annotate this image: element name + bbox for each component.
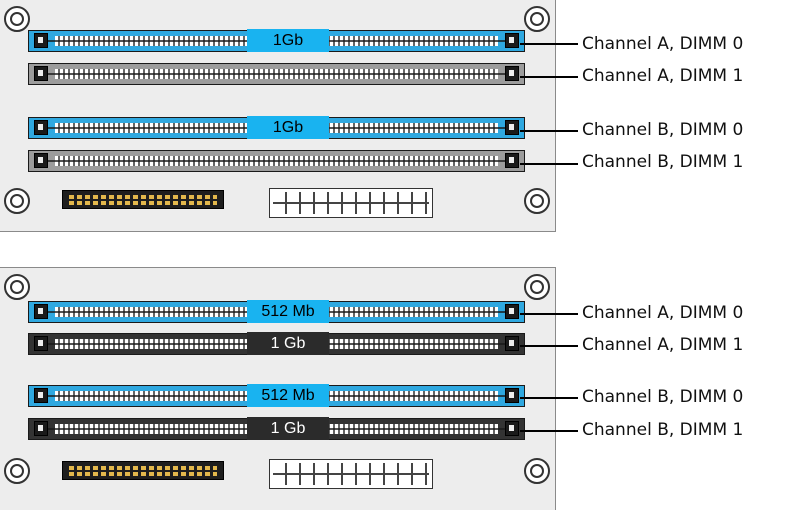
- leader-line: [520, 76, 578, 78]
- dimm-slot-channel-b-dimm1: [28, 150, 525, 172]
- leader-line: [520, 163, 578, 165]
- pin-header: [62, 190, 224, 209]
- slot-label: Channel A, DIMM 1: [582, 335, 744, 355]
- memory-module-1gb: 1 Gb: [247, 417, 329, 440]
- motherboard-top: 1Gb 1Gb: [0, 0, 556, 232]
- leader-line: [520, 397, 578, 399]
- slot-label: Channel B, DIMM 1: [582, 152, 744, 172]
- leader-line: [520, 313, 578, 315]
- dimm-slot-channel-a-dimm1: [28, 63, 525, 85]
- leader-line: [520, 43, 578, 45]
- slot-label: Channel A, DIMM 0: [582, 34, 744, 54]
- mounting-hole-icon: [524, 458, 550, 484]
- memory-module-512mb: 512 Mb: [247, 300, 329, 323]
- leader-line: [520, 130, 578, 132]
- leader-line: [520, 430, 578, 432]
- slot-label: Channel B, DIMM 1: [582, 420, 744, 440]
- power-connector: [269, 188, 433, 218]
- memory-module-512mb: 512 Mb: [247, 384, 329, 407]
- slot-label: Channel A, DIMM 0: [582, 303, 744, 323]
- mounting-hole-icon: [524, 188, 550, 214]
- leader-line: [520, 345, 578, 347]
- mounting-hole-icon: [4, 188, 30, 214]
- slot-label: Channel A, DIMM 1: [582, 66, 744, 86]
- memory-module-1gb: 1Gb: [247, 29, 329, 52]
- mounting-hole-icon: [524, 6, 550, 32]
- power-connector: [269, 459, 433, 489]
- slot-label: Channel B, DIMM 0: [582, 120, 744, 140]
- slot-label: Channel B, DIMM 0: [582, 387, 744, 407]
- mounting-hole-icon: [4, 6, 30, 32]
- mounting-hole-icon: [524, 274, 550, 300]
- mounting-hole-icon: [4, 274, 30, 300]
- memory-module-1gb: 1Gb: [247, 116, 329, 139]
- memory-module-1gb: 1 Gb: [247, 332, 329, 355]
- pin-header: [62, 461, 224, 480]
- mounting-hole-icon: [4, 458, 30, 484]
- motherboard-bottom: 512 Mb 1 Gb 512 Mb 1 Gb: [0, 267, 556, 510]
